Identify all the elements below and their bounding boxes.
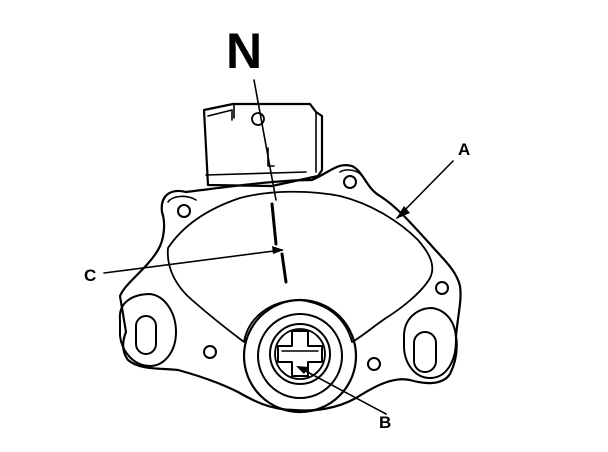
neutral-mark bbox=[270, 202, 288, 284]
leader-lines bbox=[103, 79, 454, 415]
right-slot-ear bbox=[403, 307, 457, 379]
callout-c-label: C bbox=[84, 266, 97, 285]
left-slot-ear bbox=[118, 293, 177, 367]
callout-b-label: B bbox=[379, 413, 392, 432]
shaft-slot bbox=[277, 330, 323, 377]
mounting-lugs bbox=[167, 169, 449, 371]
callout-a-label: A bbox=[458, 140, 471, 159]
shaft-boss bbox=[242, 298, 358, 414]
switch-body-outline bbox=[118, 164, 462, 412]
leader-arrowheads bbox=[272, 206, 410, 374]
connector-housing bbox=[202, 102, 324, 188]
callout-n-label: N bbox=[226, 23, 263, 79]
gasket-outline bbox=[166, 190, 434, 343]
